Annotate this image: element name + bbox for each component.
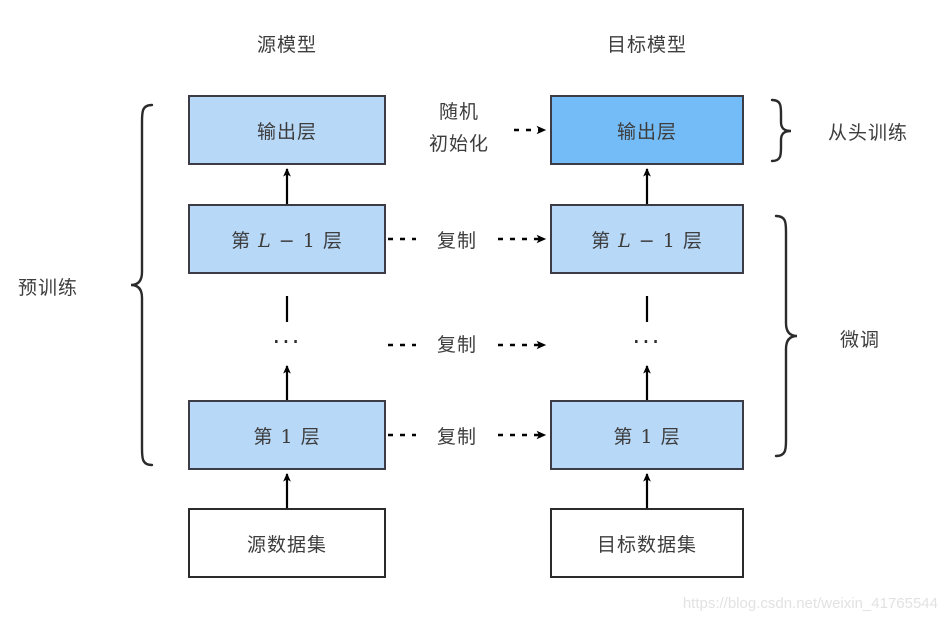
copy-label-layer-1: 复制: [436, 426, 477, 448]
source-output-layer-label: 输出层: [256, 120, 317, 143]
target-layer-l-minus-1-label: 第 L − 1 层: [591, 226, 703, 253]
target-layer-1-box: 第 1 层: [550, 400, 744, 470]
variable-l: L: [618, 229, 632, 252]
random-init-line-2: 初始化: [428, 133, 489, 155]
target-layer-1-label: 第 1 层: [613, 422, 680, 449]
suffix-text: 层: [300, 425, 321, 448]
suffix-text: 层: [660, 425, 681, 448]
random-init-label: 随机 初始化: [404, 96, 514, 160]
source-ellipsis: ···: [272, 328, 302, 356]
one-number: 1: [280, 425, 294, 448]
source-model-title: 源模型: [256, 34, 317, 56]
target-model-title: 目标模型: [606, 34, 687, 56]
train-from-scratch-label: 从头训练: [828, 122, 909, 144]
prefix-text: 第: [231, 229, 252, 252]
prefix-text: 第: [253, 425, 274, 448]
watermark-text: https://blog.csdn.net/weixin_41765544: [682, 595, 938, 612]
random-init-line-1: 随机: [438, 101, 479, 123]
variable-l: L: [258, 229, 272, 252]
target-output-layer-label: 输出层: [616, 120, 677, 143]
target-output-layer-box: 输出层: [550, 95, 744, 165]
target-ellipsis: ···: [632, 328, 662, 356]
train-from-scratch-brace: [770, 98, 792, 163]
source-layer-1-label: 第 1 层: [253, 422, 320, 449]
prefix-text: 第: [591, 229, 612, 252]
source-dataset-box: 源数据集: [188, 508, 386, 578]
suffix-text: 层: [682, 229, 703, 252]
minus-sign: −: [278, 229, 296, 252]
copy-label-layer-l-minus-1: 复制: [436, 230, 477, 252]
target-dataset-label: 目标数据集: [596, 533, 697, 556]
prefix-text: 第: [613, 425, 634, 448]
fine-tune-brace: [774, 214, 798, 458]
pretrain-label: 预训练: [18, 277, 79, 299]
one-number: 1: [302, 229, 316, 252]
minus-sign: −: [638, 229, 656, 252]
target-dataset-box: 目标数据集: [550, 508, 744, 578]
source-layer-l-minus-1-box: 第 L − 1 层: [188, 204, 386, 274]
source-layer-l-minus-1-label: 第 L − 1 层: [231, 226, 343, 253]
one-number: 1: [640, 425, 654, 448]
fine-tune-label: 微调: [840, 329, 881, 351]
pretrain-brace: [130, 103, 154, 467]
source-layer-1-box: 第 1 层: [188, 400, 386, 470]
source-dataset-label: 源数据集: [246, 533, 327, 556]
target-layer-l-minus-1-box: 第 L − 1 层: [550, 204, 744, 274]
source-output-layer-box: 输出层: [188, 95, 386, 165]
copy-label-middle-layers: 复制: [436, 334, 477, 356]
one-number: 1: [662, 229, 676, 252]
suffix-text: 层: [322, 229, 343, 252]
